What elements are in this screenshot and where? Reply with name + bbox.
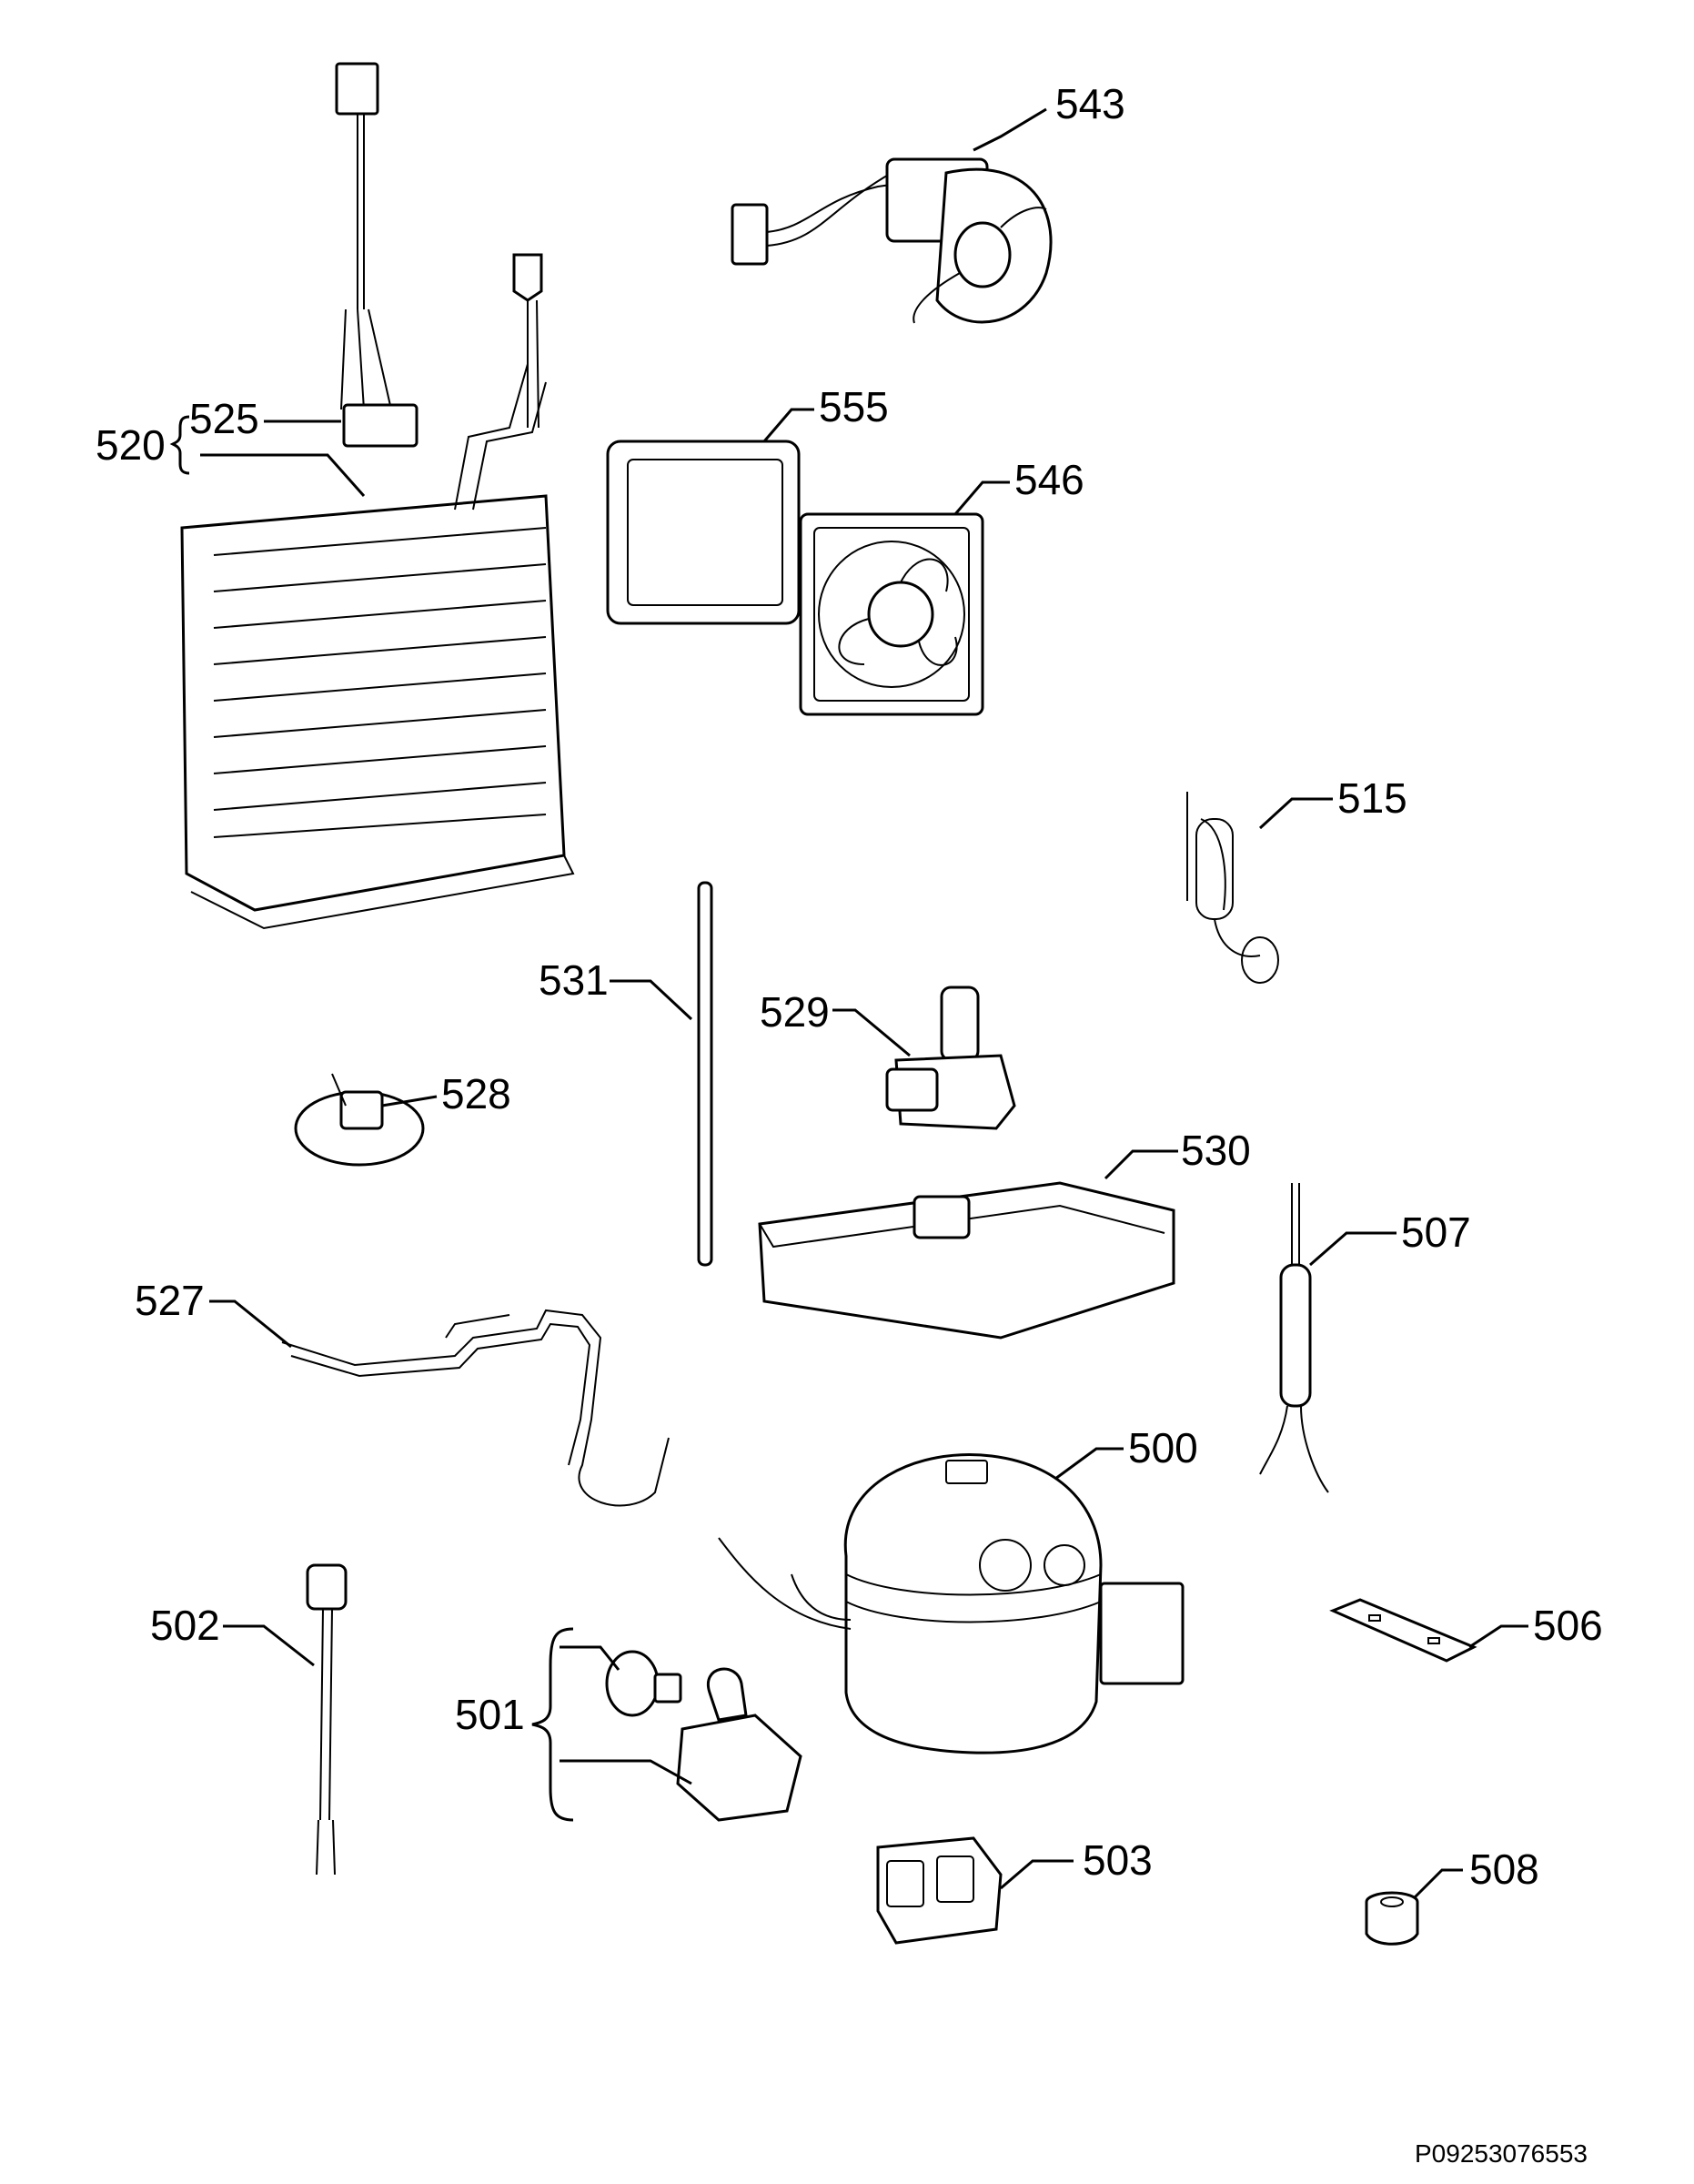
leader-501a [560, 1645, 620, 1671]
leader-555 [762, 408, 814, 442]
leader-508 [1413, 1868, 1463, 1899]
part-546-fan [799, 512, 984, 716]
leader-515 [1258, 797, 1333, 830]
label-502: 502 [150, 1602, 220, 1649]
label-530: 530 [1181, 1127, 1251, 1174]
label-546: 546 [1014, 456, 1084, 503]
part-525-cable-harness [335, 62, 418, 448]
part-528-thermostat [294, 1073, 425, 1167]
leader-520 [200, 453, 366, 497]
label-543: 543 [1055, 80, 1125, 127]
leader-546 [953, 480, 1010, 515]
label-508: 508 [1469, 1845, 1539, 1893]
label-531: 531 [539, 956, 609, 1004]
leader-501b [560, 1759, 692, 1785]
part-number-labels: 543 555 546 525 520 515 531 529 528 530 … [96, 80, 1603, 1893]
part-527-pipe [281, 1309, 670, 1507]
part-501-relay [531, 1627, 802, 1822]
label-528: 528 [441, 1070, 511, 1117]
leader-531 [610, 979, 693, 1021]
label-507: 507 [1401, 1208, 1471, 1256]
part-555-filter-cover [606, 440, 801, 625]
label-506: 506 [1533, 1602, 1603, 1649]
label-500: 500 [1128, 1424, 1198, 1471]
label-529: 529 [760, 988, 830, 1036]
part-543-fan-motor [731, 157, 1053, 324]
label-527: 527 [135, 1277, 205, 1324]
part-520-condenser [180, 253, 575, 930]
leader-500 [1054, 1447, 1124, 1481]
leader-502 [223, 1624, 315, 1667]
part-500-compressor [718, 1453, 1185, 1754]
leader-507 [1309, 1231, 1397, 1267]
part-515-heater [1186, 792, 1279, 984]
document-code: P09253076553 [1415, 2139, 1588, 2168]
part-530-drip-tray [758, 1181, 1175, 1340]
label-503: 503 [1083, 1836, 1153, 1884]
leader-529 [832, 1008, 911, 1057]
leader-528 [381, 1095, 438, 1107]
leader-503 [1000, 1859, 1074, 1890]
label-515: 515 [1337, 774, 1407, 822]
label-555: 555 [819, 383, 889, 430]
condenser-fins [213, 527, 547, 838]
leader-530 [1104, 1149, 1178, 1180]
part-507-drier [1259, 1183, 1329, 1493]
part-506-plate [1329, 1598, 1477, 1663]
label-520: 520 [96, 421, 166, 469]
label-501: 501 [455, 1691, 525, 1738]
brace-520 [169, 415, 190, 475]
leader-543 [973, 107, 1047, 152]
part-529-valve [885, 986, 1016, 1130]
leader-527 [209, 1299, 292, 1349]
label-525: 525 [189, 395, 259, 442]
part-503-relay [876, 1836, 1003, 1945]
part-502-sensor [306, 1563, 348, 1876]
part-508-grommet [1365, 1891, 1419, 1946]
part-531-rod [697, 881, 713, 1267]
leader-506 [1468, 1624, 1528, 1649]
leader-lines [169, 107, 1528, 1899]
